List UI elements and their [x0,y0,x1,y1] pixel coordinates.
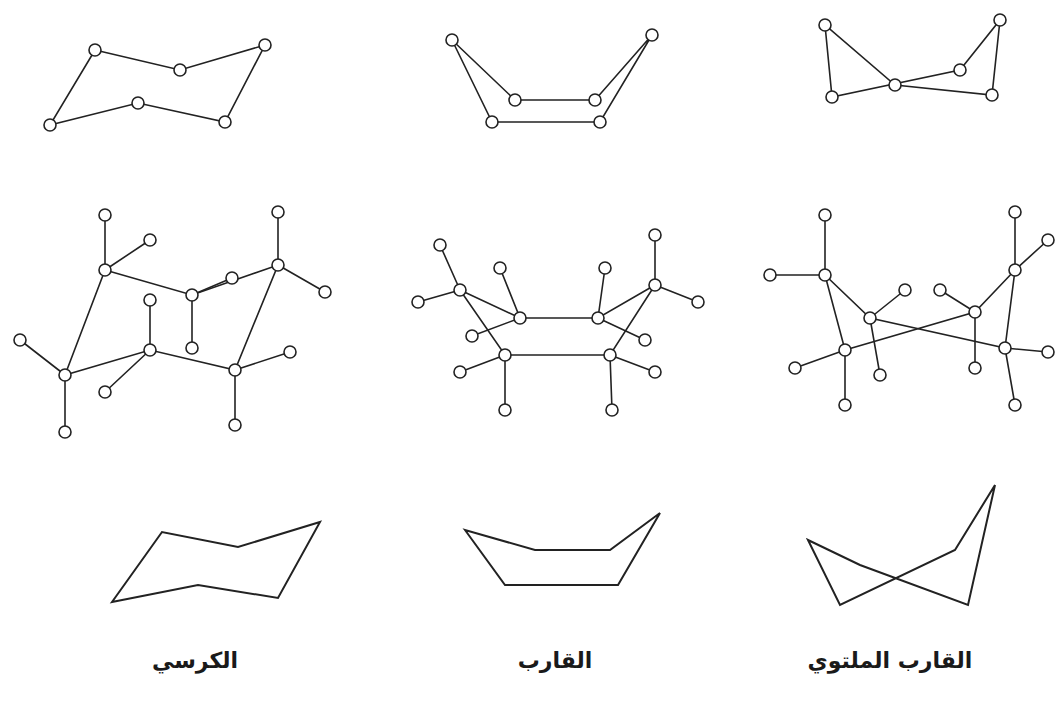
conformation-label: القارب الملتوي [808,648,973,673]
hydrogen-atom [466,330,478,342]
carbon-atom [59,369,71,381]
hydrogen-bonds [770,212,1048,405]
atom [89,44,101,56]
hydrogen-atom [412,296,424,308]
hydrogen-atom [14,334,26,346]
hydrogen-atom [606,404,618,416]
hydrogen-atom [186,342,198,354]
hydrogen-atom [454,366,466,378]
carbon-atom [186,289,198,301]
carbon-atom [819,269,831,281]
atom [646,29,658,41]
hydrogen-atom [934,284,946,296]
hydrogen-atom [789,362,801,374]
ring-bonds [452,35,652,122]
ring-bonds [825,20,1000,97]
conformation-label: الكرسي [152,648,238,673]
atom [819,19,831,31]
carbon-atom [649,279,661,291]
hydrogen-atom [494,262,506,274]
hydrogen-atom [899,284,911,296]
hydrogen-atom [272,206,284,218]
atom [174,64,186,76]
carbon-atom [499,349,511,361]
atom [509,94,521,106]
hydrogen-atom [226,272,238,284]
hydrogen-atom [874,369,886,381]
atom [259,39,271,51]
atom [589,94,601,106]
hydrogen-atom [839,399,851,411]
twist-boat-ball-stick [764,206,1054,411]
hydrogen-atom [1042,346,1054,358]
atom [986,89,998,101]
hydrogen-atom [144,234,156,246]
conformation-label: القارب [518,648,593,673]
boat-atoms [446,29,658,128]
atom [132,97,144,109]
hydrogen-atom [639,334,651,346]
atom [446,34,458,46]
carbon-atom [999,342,1011,354]
chair-atoms [44,39,271,131]
atom [486,116,498,128]
hydrogen-atom [764,269,776,281]
hydrogen-atom [229,419,241,431]
atom [994,14,1006,26]
hydrogen-atom [59,426,71,438]
atom [826,91,838,103]
hydrogen-atom [434,239,446,251]
carbon-atom [604,349,616,361]
hydrogen-atom [99,209,111,221]
atom [44,119,56,131]
hydrogen-atom [499,404,511,416]
carbon-atom [99,264,111,276]
hydrogen-atom [1042,234,1054,246]
carbon-atom [1009,264,1021,276]
hydrogen-atom [819,209,831,221]
boat-outline [465,513,660,585]
ring-bonds [65,265,278,375]
twist-boat-atoms [819,14,1006,103]
atom [219,116,231,128]
hydrogen-atom [1009,399,1021,411]
carbon-atom [514,312,526,324]
atom [594,116,606,128]
ring-bonds [50,45,265,125]
carbon-atom [144,344,156,356]
hydrogen-atom [284,346,296,358]
hydrogen-atom [649,366,661,378]
hydrogen-atom [99,386,111,398]
atom [954,64,966,76]
hydrogen-atom [1009,206,1021,218]
hydrogen-atom [969,362,981,374]
hydrogen-atom [144,294,156,306]
hydrogen-atom [599,262,611,274]
chair-outline [112,522,320,602]
hydrogen-bonds [418,235,698,410]
carbon-atom [272,259,284,271]
carbon-atom [969,306,981,318]
chair-ball-stick [14,206,331,438]
hydrogen-atom [319,286,331,298]
atom [889,79,901,91]
hydrogen-atom [649,229,661,241]
hydrogen-bonds [20,212,325,432]
twist-boat-outline [808,485,995,605]
boat-ball-stick [412,229,704,416]
carbon-atom [229,364,241,376]
hydrogen-atom [692,296,704,308]
carbon-atom [454,284,466,296]
carbon-atom [839,344,851,356]
ring-bonds [825,270,1015,350]
carbon-atom [592,312,604,324]
ring-bonds [460,285,655,355]
carbon-atom [864,312,876,324]
